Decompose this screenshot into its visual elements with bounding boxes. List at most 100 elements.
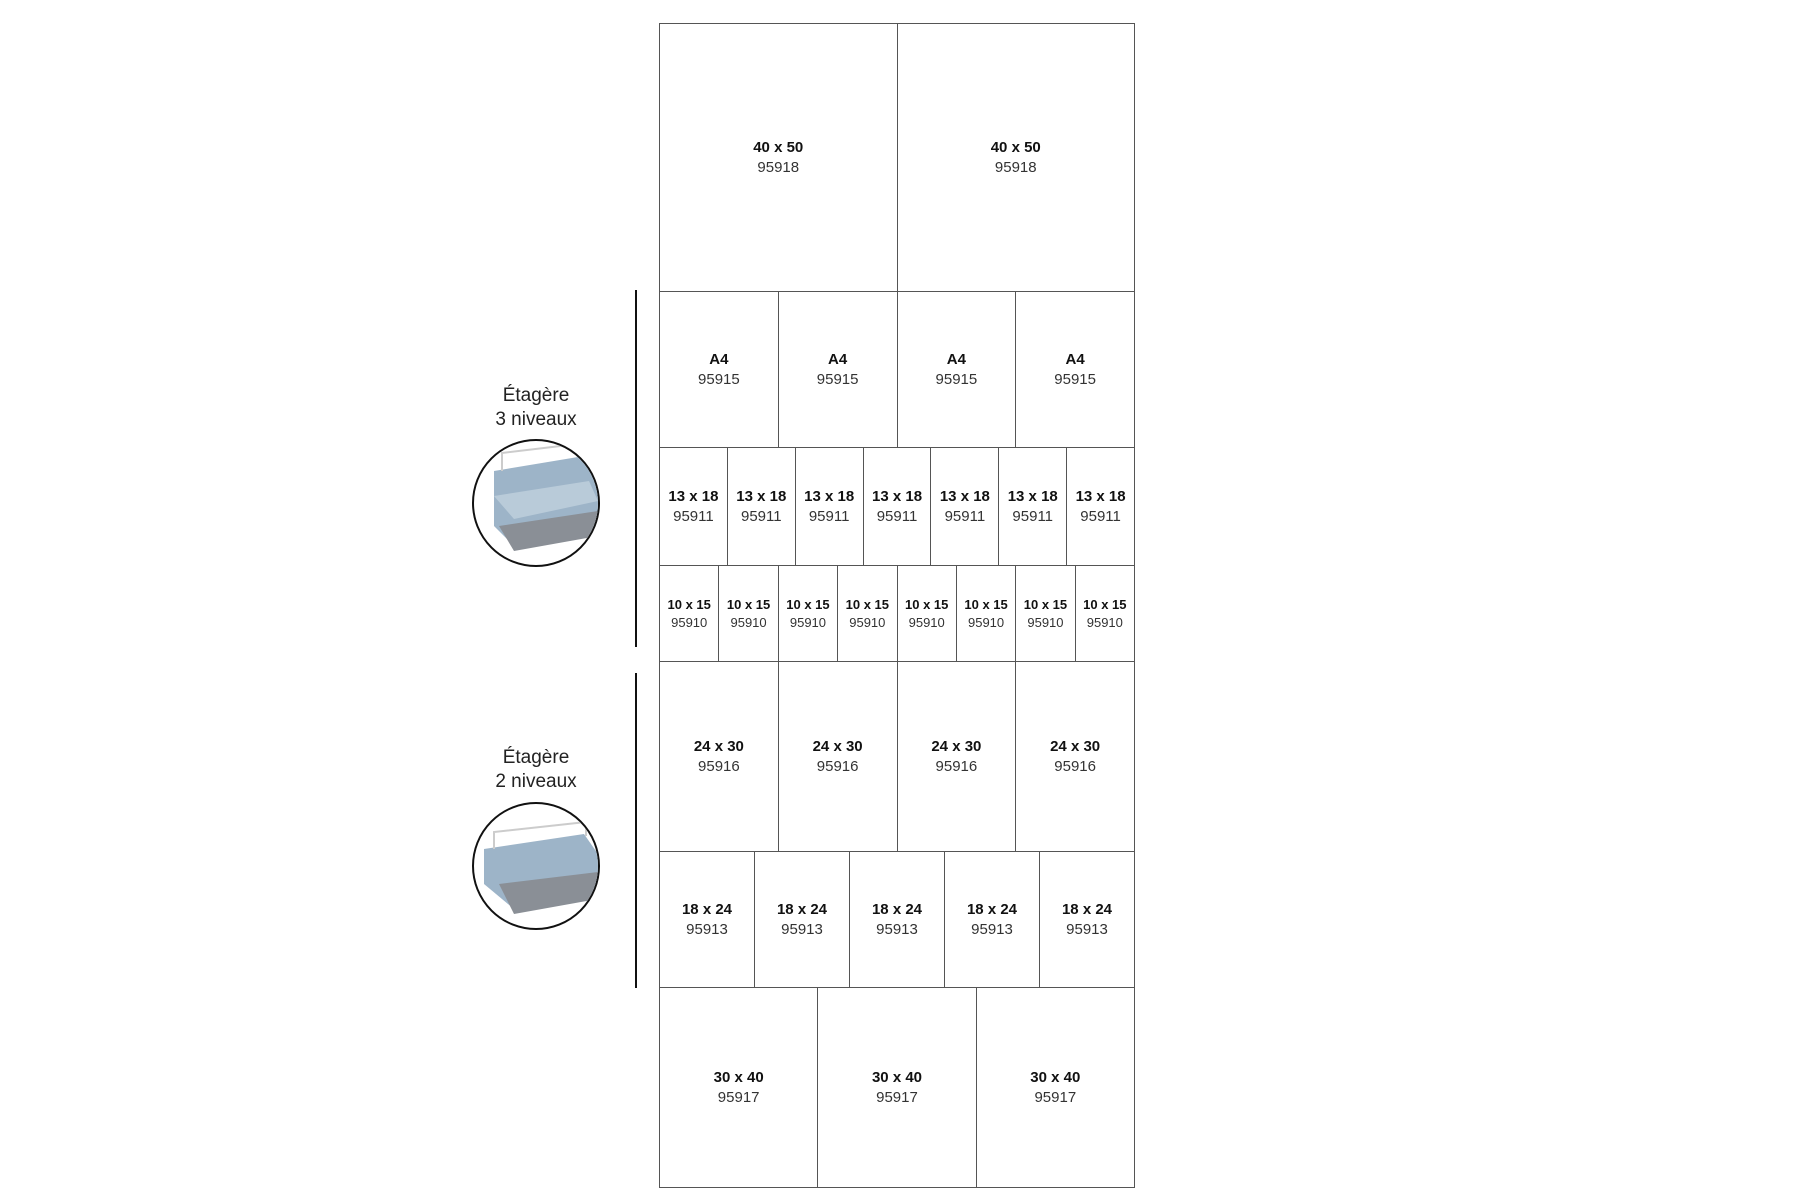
slot-reference: 95910 bbox=[730, 614, 767, 630]
slot-reference: 95915 bbox=[1054, 370, 1096, 388]
slot-reference: 95910 bbox=[967, 614, 1005, 630]
slot-size: 18 x 24 bbox=[871, 900, 923, 918]
slot-size: A4 bbox=[946, 350, 966, 368]
slot-reference: 95913 bbox=[876, 920, 918, 938]
slot-reference: 95911 bbox=[1012, 507, 1054, 525]
frame-slot: 10 x 15 95910 bbox=[718, 566, 777, 661]
slot-size: A4 bbox=[1065, 350, 1085, 368]
grid-row: 40 x 50 95918 40 x 50 95918 bbox=[660, 24, 1134, 291]
slot-size: 10 x 15 bbox=[845, 596, 889, 612]
slot-size: 24 x 30 bbox=[812, 737, 863, 755]
slot-size: A4 bbox=[709, 350, 729, 368]
slot-size: 13 x 18 bbox=[804, 487, 855, 505]
frame-slot: 40 x 50 95918 bbox=[660, 24, 897, 291]
frame-slot: 10 x 15 95910 bbox=[955, 566, 1015, 661]
shelf-3-label: Étagère 3 niveaux bbox=[456, 384, 616, 432]
slot-size: A4 bbox=[828, 350, 848, 368]
slot-reference: 95918 bbox=[994, 158, 1037, 176]
slot-reference: 95910 bbox=[1086, 614, 1123, 630]
slot-size: 10 x 15 bbox=[905, 596, 949, 612]
shelf-3-levels-image bbox=[472, 439, 600, 567]
slot-reference: 95916 bbox=[1054, 757, 1096, 775]
frame-slot: 13 x 18 95911 bbox=[862, 448, 931, 565]
shelf-3-label-line2: 3 niveaux bbox=[495, 409, 577, 430]
shelf-3-label-line1: Étagère bbox=[502, 385, 570, 406]
slot-reference: 95911 bbox=[808, 507, 850, 525]
shelf-2-label-line2: 2 niveaux bbox=[495, 771, 577, 792]
shelf-3-bracket bbox=[635, 290, 637, 647]
slot-size: 40 x 50 bbox=[990, 138, 1041, 156]
frame-slot: 24 x 30 95916 bbox=[777, 662, 897, 851]
frame-slot: A4 95915 bbox=[896, 292, 1016, 447]
slot-size: 18 x 24 bbox=[681, 900, 733, 918]
slot-size: 13 x 18 bbox=[939, 487, 990, 505]
shelf-2-levels-image bbox=[472, 802, 600, 930]
frame-slot: 13 x 18 95911 bbox=[1066, 448, 1134, 565]
slot-reference: 95910 bbox=[1027, 614, 1064, 630]
slot-reference: 95918 bbox=[757, 158, 800, 176]
slot-size: 10 x 15 bbox=[1023, 596, 1068, 612]
grid-row: A4 95915 A4 95915 A4 95915 A4 95915 bbox=[660, 291, 1134, 447]
slot-reference: 95910 bbox=[789, 614, 827, 630]
slot-size: 13 x 18 bbox=[668, 487, 719, 505]
slot-size: 10 x 15 bbox=[726, 596, 771, 612]
slot-size: 13 x 18 bbox=[1075, 487, 1126, 505]
slot-reference: 95917 bbox=[1034, 1088, 1077, 1106]
slot-reference: 95915 bbox=[698, 370, 740, 388]
frame-slot: 10 x 15 95910 bbox=[837, 566, 896, 661]
frame-slot: 10 x 15 95910 bbox=[1074, 566, 1134, 661]
slot-reference: 95911 bbox=[1080, 507, 1121, 525]
frame-slot: 10 x 15 95910 bbox=[777, 566, 837, 661]
grid-row: 13 x 18 95911 13 x 18 95911 13 x 18 95911 13 x… bbox=[660, 447, 1134, 565]
slot-reference: 95910 bbox=[849, 614, 886, 630]
slot-size: 10 x 15 bbox=[1083, 596, 1127, 612]
shelf-2-bracket bbox=[635, 673, 637, 988]
slot-size: 10 x 15 bbox=[786, 596, 830, 612]
frame-slot: 18 x 24 95913 bbox=[754, 852, 849, 987]
slot-reference: 95910 bbox=[671, 614, 708, 630]
frame-slot: 40 x 50 95918 bbox=[896, 24, 1135, 291]
shelf-2-label: Étagère 2 niveaux bbox=[456, 746, 616, 794]
slot-reference: 95915 bbox=[935, 370, 978, 388]
slot-size: 10 x 15 bbox=[667, 596, 711, 612]
slot-size: 30 x 40 bbox=[871, 1068, 923, 1086]
slot-reference: 95915 bbox=[816, 370, 859, 388]
slot-reference: 95911 bbox=[876, 507, 918, 525]
frame-slot: A4 95915 bbox=[777, 292, 897, 447]
slot-size: 24 x 30 bbox=[931, 737, 982, 755]
frame-slot: 10 x 15 95910 bbox=[1015, 566, 1074, 661]
frame-slot: 30 x 40 95917 bbox=[975, 988, 1134, 1187]
slot-reference: 95911 bbox=[944, 507, 986, 525]
frame-slot: A4 95915 bbox=[1015, 292, 1134, 447]
slot-reference: 95911 bbox=[740, 507, 782, 525]
frame-slot: 13 x 18 95911 bbox=[794, 448, 863, 565]
frame-slot: A4 95915 bbox=[660, 292, 778, 447]
slot-size: 24 x 30 bbox=[693, 737, 744, 755]
slot-size: 30 x 40 bbox=[1030, 1068, 1081, 1086]
slot-size: 10 x 15 bbox=[964, 596, 1008, 612]
slot-reference: 95916 bbox=[698, 757, 740, 775]
frame-slot: 10 x 15 95910 bbox=[660, 566, 718, 661]
slot-reference: 95913 bbox=[781, 920, 823, 938]
slot-size: 40 x 50 bbox=[753, 138, 804, 156]
slot-size: 13 x 18 bbox=[871, 487, 923, 505]
grid-row: 10 x 15 95910 10 x 15 95910 10 x 15 95910 10 x… bbox=[660, 565, 1134, 661]
frame-slot: 13 x 18 95911 bbox=[930, 448, 998, 565]
frame-slot: 18 x 24 95913 bbox=[849, 852, 944, 987]
slot-size: 18 x 24 bbox=[776, 900, 828, 918]
frame-slot: 24 x 30 95916 bbox=[660, 662, 778, 851]
slot-reference: 95916 bbox=[816, 757, 859, 775]
